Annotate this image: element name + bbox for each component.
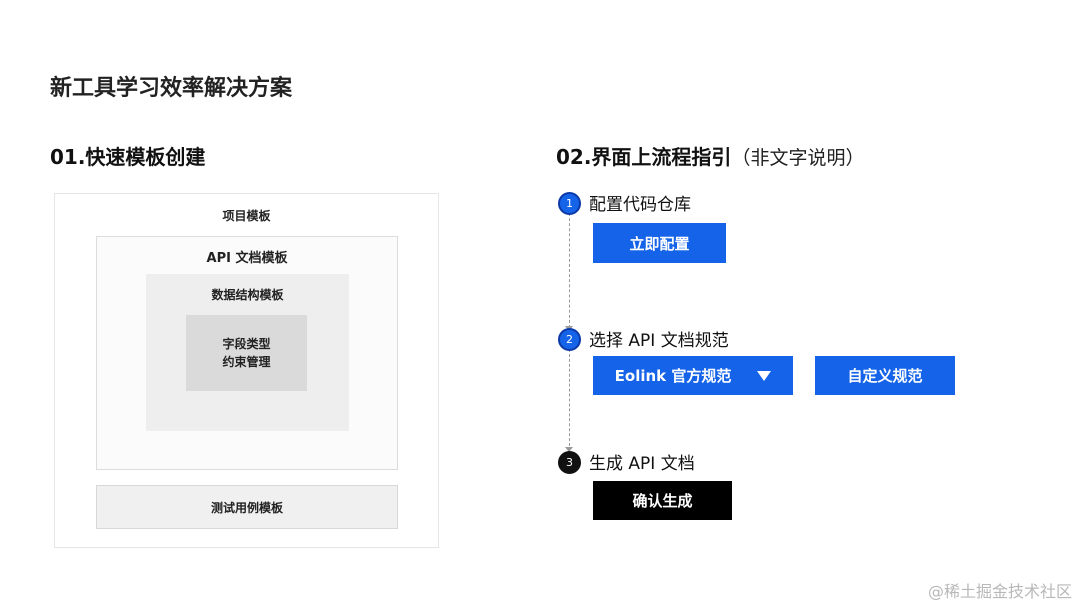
section2-title-note: （非文字说明）	[731, 147, 865, 169]
page-title: 新工具学习效率解决方案	[50, 76, 293, 101]
test-case-template-label: 测试用例模板	[210, 500, 283, 515]
section2-title: 02.界面上流程指引（非文字说明）	[556, 141, 864, 170]
api-doc-template-label: API 文档模板	[206, 251, 288, 266]
field-type-box: 字段类型 约束管理	[186, 315, 307, 391]
confirm-generate-button[interactable]: 确认生成	[593, 481, 732, 520]
section1-title: 01.快速模板创建	[50, 145, 206, 169]
section2-title-text: 02.界面上流程指引	[556, 145, 732, 169]
test-case-template-box: 测试用例模板	[96, 485, 398, 529]
field-type-label: 字段类型	[222, 337, 271, 351]
arrow-down-icon	[565, 447, 573, 452]
constraint-label: 约束管理	[222, 355, 271, 369]
watermark: @稀土掘金技术社区	[927, 582, 1072, 601]
step-1-badge: 1	[558, 192, 581, 215]
data-struct-template-label: 数据结构模板	[211, 288, 284, 302]
step-1-label: 配置代码仓库	[589, 195, 691, 215]
flow-connector-1	[569, 213, 570, 328]
configure-now-button[interactable]: 立即配置	[593, 223, 726, 263]
step-2-badge: 2	[558, 328, 581, 351]
custom-spec-button[interactable]: 自定义规范	[815, 356, 955, 395]
flow-connector-2	[569, 349, 570, 451]
step-3-badge: 3	[558, 451, 581, 474]
eolink-spec-dropdown[interactable]: Eolink 官方规范	[593, 356, 793, 395]
step-3-label: 生成 API 文档	[589, 454, 695, 474]
project-template-label: 项目模板	[222, 209, 271, 223]
dropdown-triangle-icon	[757, 370, 772, 381]
eolink-spec-label: Eolink 官方规范	[614, 367, 732, 385]
step-2-label: 选择 API 文档规范	[589, 331, 729, 351]
